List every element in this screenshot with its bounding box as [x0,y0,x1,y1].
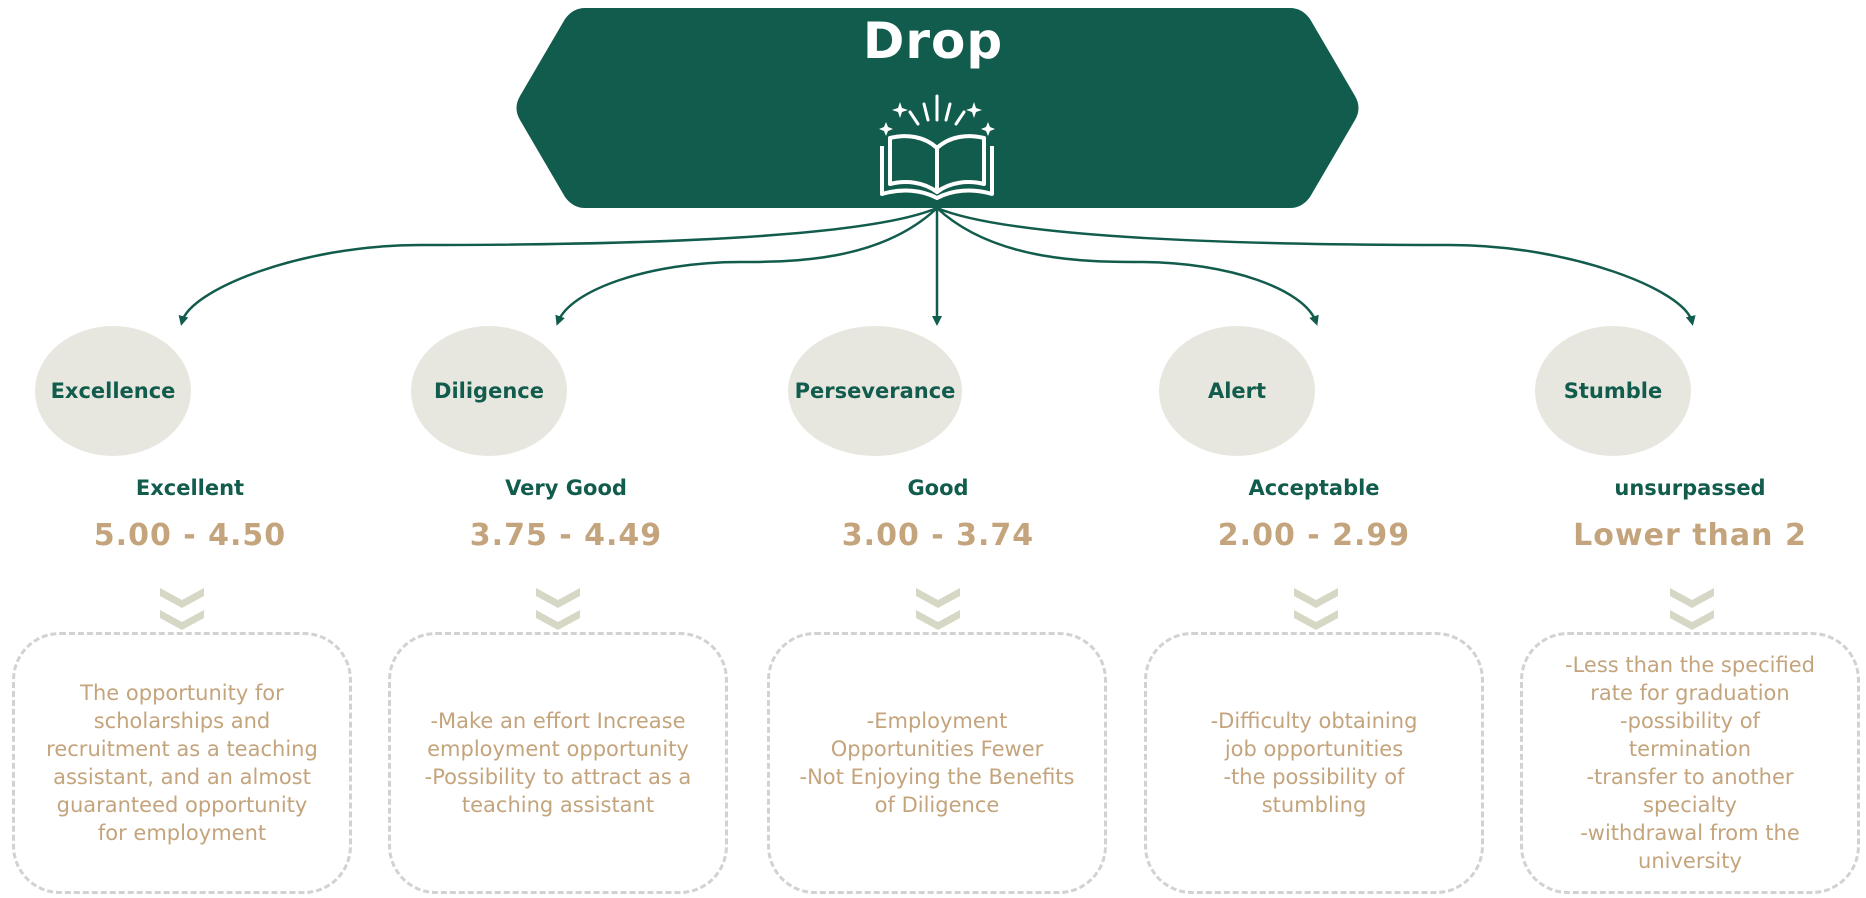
description-box: -Difficulty obtaining job opportunities … [1144,632,1484,894]
double-chevron-down-icon [536,588,580,630]
gpa-range: 5.00 - 4.50 [93,518,287,553]
gpa-range: 2.00 - 2.99 [1217,518,1411,553]
double-chevron-down-icon [1670,588,1714,630]
arrow-to-stumble [936,206,1696,326]
description-text: -Less than the specified rate for gradua… [1565,653,1815,873]
category-circle-excellence: Excellence [35,326,191,456]
category-circle-diligence: Diligence [411,326,567,456]
column-diligence: Diligence Very Good 3.75 - 4.49 -Make an… [376,318,756,898]
column-excellence: Excellence Excellent 5.00 - 4.50 The opp… [0,318,380,898]
description-text: -Difficulty obtaining job opportunities … [1210,709,1418,817]
category-label: Excellence [50,379,176,403]
category-circle-perseverance: Perseverance [788,326,962,456]
category-label: Perseverance [794,379,956,403]
grade-label: Excellent [135,476,245,500]
column-stumble: Stumble unsurpassed Lower than 2 -Less t… [1500,318,1866,898]
gpa-range: 3.75 - 4.49 [469,518,663,553]
header-title: Drop [862,12,1004,70]
grade-label: Very Good [505,476,627,500]
grade-label: unsurpassed [1614,476,1766,500]
description-box: The opportunity for scholarships and rec… [12,632,352,894]
description-box: -Make an effort Increase employment oppo… [388,632,728,894]
column-alert: Alert Acceptable 2.00 - 2.99 -Difficulty… [1124,318,1504,898]
category-label: Stumble [1563,379,1663,403]
arrow-to-diligence [555,207,938,326]
column-perseverance: Perseverance Good 3.00 - 3.74 -Employmen… [748,318,1128,898]
description-text: The opportunity for scholarships and rec… [46,681,318,845]
open-book-icon [879,94,995,200]
grade-label: Good [907,476,969,500]
description-text: -Employment Opportunities Fewer -Not Enj… [799,709,1075,817]
double-chevron-down-icon [916,588,960,630]
double-chevron-down-icon [160,588,204,630]
arrow-to-excellence [178,206,938,326]
double-chevron-down-icon [1294,588,1338,630]
description-box: -Less than the specified rate for gradua… [1520,632,1860,894]
description-box: -Employment Opportunities Fewer -Not Enj… [767,632,1107,894]
grade-label: Acceptable [1248,476,1380,500]
arrow-to-alert [936,207,1319,326]
description-text: -Make an effort Increase employment oppo… [424,709,692,817]
gpa-range: Lower than 2 [1573,518,1807,553]
category-circle-stumble: Stumble [1535,326,1691,456]
gpa-range: 3.00 - 3.74 [841,518,1035,553]
category-label: Alert [1207,379,1267,403]
category-label: Diligence [434,379,544,403]
category-circle-alert: Alert [1159,326,1315,456]
